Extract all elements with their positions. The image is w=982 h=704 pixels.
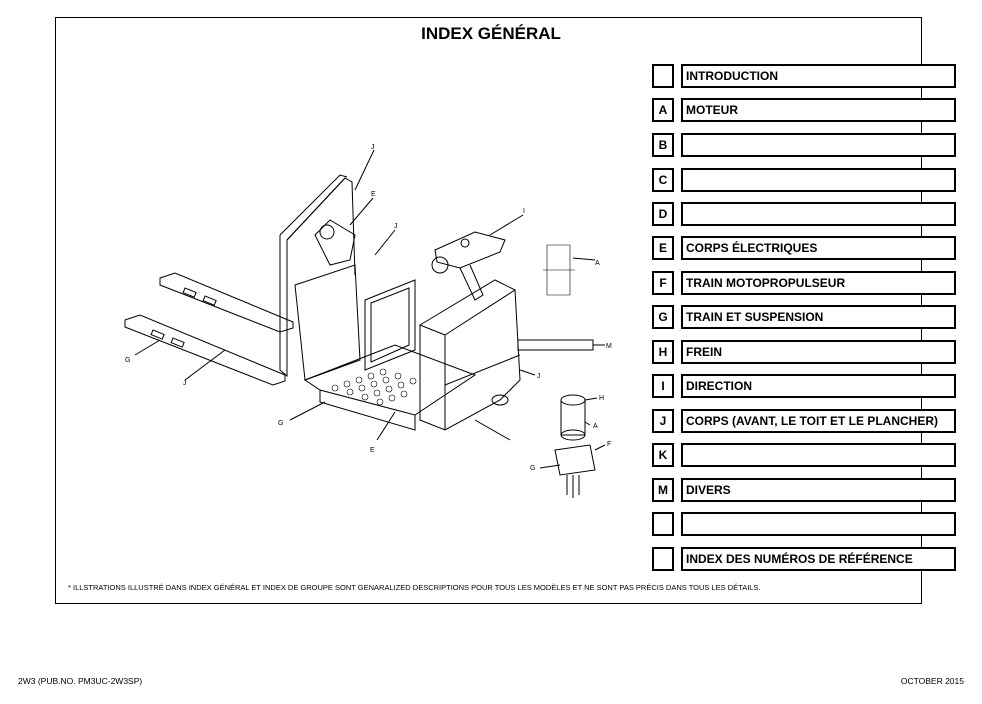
index-letter	[652, 547, 674, 571]
fork-lower	[124, 314, 286, 386]
disclaimer-note: * ILLSTRATIONS ILLUSTRÉ DANS INDEX GÉNÉR…	[68, 583, 761, 592]
index-label	[681, 168, 956, 192]
callout-a: A	[593, 423, 598, 430]
index-label: TRAIN ET SUSPENSION	[681, 305, 956, 329]
callout-f: F	[607, 441, 611, 448]
callout-a: A	[595, 260, 600, 267]
callout-h: H	[599, 395, 604, 402]
callout-g: G	[278, 420, 283, 427]
index-letter: F	[652, 271, 674, 295]
index-letter: M	[652, 478, 674, 502]
callout-j: J	[371, 144, 375, 151]
index-letter: J	[652, 409, 674, 433]
label-plate	[517, 339, 594, 351]
callout-j: J	[394, 223, 398, 230]
footer-publication: 2W3 (PUB.NO. PM3UC-2W3SP)	[18, 676, 143, 686]
index-label: CORPS ÉLECTRIQUES	[681, 236, 956, 260]
index-label	[681, 512, 956, 536]
index-label: MOTEUR	[681, 98, 956, 122]
index-letter: I	[652, 374, 674, 398]
callout-e: E	[371, 191, 376, 198]
index-letter	[652, 64, 674, 88]
index-label: TRAIN MOTOPROPULSEUR	[681, 271, 956, 295]
index-label: CORPS (AVANT, LE TOIT ET LE PLANCHER)	[681, 409, 956, 433]
index-letter: H	[652, 340, 674, 364]
index-letter: G	[652, 305, 674, 329]
truck-body	[419, 279, 521, 431]
callout-e: E	[370, 447, 375, 454]
tiller-head	[434, 231, 506, 269]
backrest-pad	[294, 264, 361, 381]
fork-upper	[159, 272, 294, 333]
callout-g: G	[530, 465, 535, 472]
callout-g: G	[125, 357, 130, 364]
index-letter: D	[652, 202, 674, 226]
index-letter: B	[652, 133, 674, 157]
platform	[303, 344, 477, 416]
index-label: DIVERS	[681, 478, 956, 502]
callout-j: J	[183, 380, 187, 387]
callout-j: J	[537, 373, 541, 380]
callout-i: I	[523, 208, 525, 215]
index-label	[681, 202, 956, 226]
callout-m: M	[606, 343, 612, 350]
index-label	[681, 443, 956, 467]
side-guard	[364, 279, 416, 371]
page-title: INDEX GÉNÉRAL	[421, 24, 561, 43]
index-label: INTRODUCTION	[681, 64, 956, 88]
index-label: FREIN	[681, 340, 956, 364]
index-letter: E	[652, 236, 674, 260]
index-letter: C	[652, 168, 674, 192]
index-letter: A	[652, 98, 674, 122]
index-label	[681, 133, 956, 157]
index-label: INDEX DES NUMÉROS DE RÉFÉRENCE	[681, 547, 956, 571]
index-letter: K	[652, 443, 674, 467]
footer-date: OCTOBER 2015	[900, 676, 964, 686]
pallet-truck-illustration: J E J I A M J G J G E H A F G	[124, 144, 612, 498]
index-label: DIRECTION	[681, 374, 956, 398]
index-letter	[652, 512, 674, 536]
